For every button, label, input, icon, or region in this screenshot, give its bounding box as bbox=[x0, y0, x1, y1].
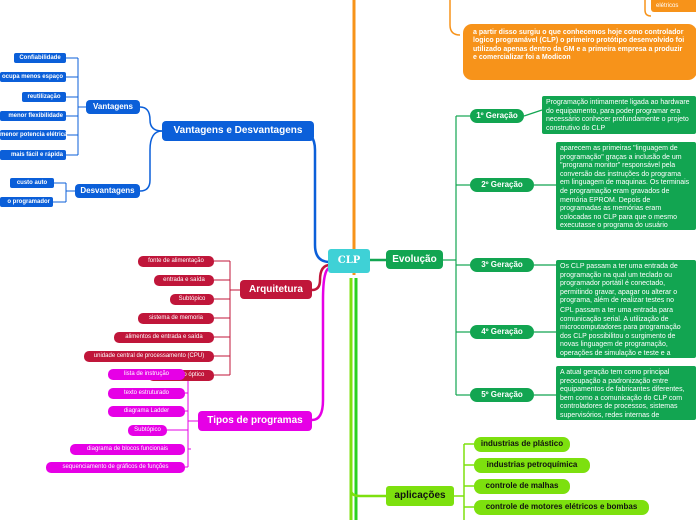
arquitetura-item[interactable]: alimentos de entrada e saída bbox=[114, 332, 214, 343]
vantagens-desvantagens-topic[interactable]: Vantagens e Desvantagens bbox=[162, 121, 314, 141]
aplicacao-item[interactable]: controle de malhas bbox=[474, 479, 570, 494]
generation-2-text[interactable]: aparecem as primeiras "linguagem de prog… bbox=[556, 142, 696, 230]
desvantagem-item[interactable]: o programador bbox=[0, 197, 53, 207]
arquitetura-item[interactable]: unidade central de processamento (CPU) bbox=[84, 351, 214, 362]
tipo-item[interactable]: diagrama Ladder bbox=[108, 406, 185, 417]
desvantagem-item[interactable]: custo auto bbox=[10, 178, 54, 188]
generation-4[interactable]: 4º Geração bbox=[470, 325, 534, 339]
aplicacoes-topic[interactable]: aplicações bbox=[386, 486, 454, 506]
tipo-item[interactable]: Subtópico bbox=[128, 425, 167, 436]
generation-5-text[interactable]: A atual geração tem como principal preoc… bbox=[556, 366, 696, 420]
generation-5[interactable]: 5º Geração bbox=[470, 388, 534, 402]
tipo-item[interactable]: texto estruturado bbox=[108, 388, 185, 399]
generation-3[interactable]: 3º Geração bbox=[470, 258, 534, 272]
generation-1-text[interactable]: Programação intimamente ligada ao hardwa… bbox=[542, 96, 696, 134]
aplicacao-item[interactable]: industrias petroquímica bbox=[474, 458, 590, 473]
evolucao-topic[interactable]: Evolução bbox=[386, 250, 443, 269]
arquitetura-item[interactable]: Subtópico bbox=[170, 294, 214, 305]
arquitetura-item[interactable]: entrada e saída bbox=[154, 275, 214, 286]
generation-4-text[interactable]: CPL passam a ter uma entrada para comuni… bbox=[556, 304, 696, 358]
tipos-programas-topic[interactable]: Tipos de programas bbox=[198, 411, 312, 431]
vantagem-item[interactable]: reutilização bbox=[22, 92, 66, 102]
generation-1[interactable]: 1º Geração bbox=[470, 109, 524, 123]
vantagem-item[interactable]: mais fácil e rápida bbox=[0, 150, 66, 160]
arquitetura-item[interactable]: fonte de alimentação bbox=[138, 256, 214, 267]
tipo-item[interactable]: lista de instrução bbox=[108, 369, 185, 380]
vantagem-item[interactable]: Confiabilidade bbox=[14, 53, 66, 63]
tipo-item[interactable]: sequenciamento de gráficos de funções bbox=[46, 462, 185, 473]
arquitetura-topic[interactable]: Arquitetura bbox=[240, 280, 312, 299]
arquitetura-item[interactable]: sistema de memoria bbox=[138, 313, 214, 324]
vantagem-item[interactable]: menor potencia elétrica bbox=[0, 130, 68, 140]
tipo-item[interactable]: diagrama de blocos funcionais bbox=[70, 444, 185, 455]
vantagem-item[interactable]: ocupa menos espaço bbox=[0, 72, 66, 82]
aplicacao-item[interactable]: industrias de plástico bbox=[474, 437, 570, 452]
vantagens-topic[interactable]: Vantagens bbox=[86, 100, 140, 114]
central-topic[interactable]: CLP bbox=[328, 249, 370, 273]
desvantagens-topic[interactable]: Desvantagens bbox=[75, 184, 140, 198]
history-gm-note[interactable]: a partir disso surgiu o que conhecemos h… bbox=[463, 24, 696, 80]
vantagem-item[interactable]: menor flexibilidade bbox=[0, 111, 66, 121]
history-corner-note[interactable]: comandos elétricos bbox=[651, 0, 696, 12]
aplicacao-item[interactable]: controle de motores elétricos e bombas bbox=[474, 500, 649, 515]
generation-2[interactable]: 2º Geração bbox=[470, 178, 534, 192]
